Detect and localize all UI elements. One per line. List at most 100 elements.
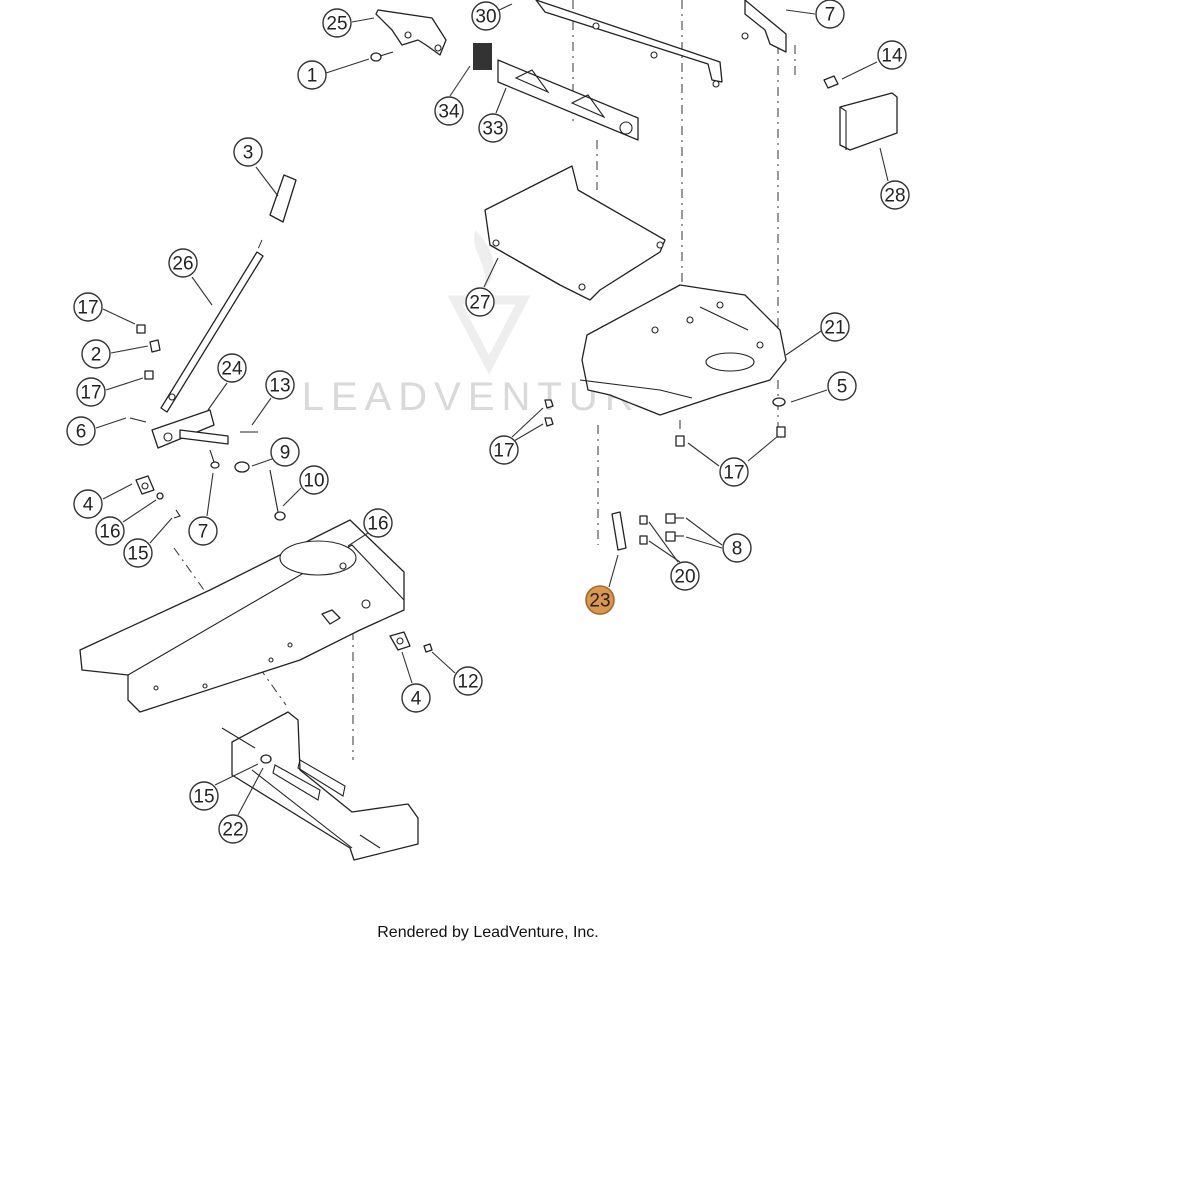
small-parts-left: [136, 324, 161, 380]
footer-credit: Rendered by LeadVenture, Inc.: [377, 924, 599, 941]
callout-circle[interactable]: [434, 96, 464, 126]
callout-circle[interactable]: [453, 666, 483, 696]
callout-circle[interactable]: [322, 8, 352, 38]
rod-26: [160, 251, 264, 413]
callout-4[interactable]: 4: [401, 683, 431, 713]
leader-line: [449, 65, 471, 97]
callout-22[interactable]: 22: [218, 814, 248, 844]
frame-main: [79, 519, 405, 713]
bearing-4-left: [135, 475, 181, 519]
callout-10[interactable]: 10: [299, 465, 329, 495]
callout-circle[interactable]: [73, 292, 103, 322]
leader-line: [122, 499, 157, 523]
callout-circle[interactable]: [670, 561, 700, 591]
callout-24[interactable]: 24: [217, 353, 247, 383]
callout-circle[interactable]: [719, 457, 749, 487]
callout-circle[interactable]: [877, 40, 907, 70]
callout-circle[interactable]: [471, 1, 501, 31]
callout-28[interactable]: 28: [880, 180, 910, 210]
callout-circle[interactable]: [363, 508, 393, 538]
callout-circle[interactable]: [81, 339, 111, 369]
callout-circle[interactable]: [188, 516, 218, 546]
callout-5[interactable]: 5: [827, 371, 857, 401]
callout-14[interactable]: 14: [877, 40, 907, 70]
callout-15[interactable]: 15: [189, 781, 219, 811]
leader-line: [648, 521, 679, 563]
callout-2[interactable]: 2: [81, 339, 111, 369]
callout-circle[interactable]: [489, 435, 519, 465]
leader-line: [282, 487, 302, 507]
callout-7[interactable]: 7: [815, 0, 845, 29]
cover-7: [535, 0, 787, 88]
label-34: [473, 43, 492, 70]
callout-circle[interactable]: [401, 683, 431, 713]
callout-4[interactable]: 4: [73, 489, 103, 519]
callout-circle[interactable]: [585, 585, 615, 615]
callout-20[interactable]: 20: [670, 561, 700, 591]
leader-line: [483, 257, 499, 288]
callout-27[interactable]: 27: [465, 287, 495, 317]
leader-line: [685, 517, 723, 546]
leader-line: [747, 435, 779, 462]
callout-7[interactable]: 7: [188, 516, 218, 546]
leader-line: [351, 17, 375, 23]
callout-15[interactable]: 15: [123, 538, 153, 568]
callout-circle[interactable]: [820, 312, 850, 342]
callout-circle[interactable]: [66, 416, 96, 446]
callout-circle[interactable]: [95, 516, 125, 546]
callout-1[interactable]: 1: [297, 60, 327, 90]
callout-circle[interactable]: [123, 538, 153, 568]
callout-circle[interactable]: [270, 437, 300, 467]
callout-circle[interactable]: [189, 781, 219, 811]
callout-13[interactable]: 13: [265, 370, 295, 400]
callout-circle[interactable]: [880, 180, 910, 210]
leader-line: [206, 472, 214, 517]
callout-8[interactable]: 8: [722, 533, 752, 563]
callout-26[interactable]: 26: [168, 248, 198, 278]
leader-line: [149, 517, 173, 544]
callout-16[interactable]: 16: [95, 516, 125, 546]
callout-circle[interactable]: [815, 0, 845, 29]
leader-line: [105, 377, 144, 391]
alignment-lines: [173, 0, 796, 760]
callout-17[interactable]: 17: [719, 457, 749, 487]
callout-circle[interactable]: [76, 377, 106, 407]
leader-line: [685, 536, 723, 549]
callout-9[interactable]: 9: [270, 437, 300, 467]
callout-circle[interactable]: [168, 248, 198, 278]
callout-21[interactable]: 21: [820, 312, 850, 342]
callout-circle[interactable]: [73, 489, 103, 519]
leader-line: [255, 166, 279, 197]
callout-17[interactable]: 17: [73, 292, 103, 322]
leader-line: [648, 540, 681, 563]
callout-23[interactable]: 23: [585, 585, 615, 615]
callout-circle[interactable]: [827, 371, 857, 401]
callout-circle[interactable]: [265, 370, 295, 400]
plate-21: [579, 284, 787, 416]
leader-line: [325, 58, 370, 74]
callout-circle[interactable]: [233, 137, 263, 167]
callout-circle[interactable]: [299, 465, 329, 495]
callout-33[interactable]: 33: [478, 113, 508, 143]
callout-circle[interactable]: [218, 814, 248, 844]
callout-17[interactable]: 17: [76, 377, 106, 407]
callout-circle[interactable]: [217, 353, 247, 383]
callout-25[interactable]: 25: [322, 8, 352, 38]
callout-3[interactable]: 3: [233, 137, 263, 167]
callout-circle[interactable]: [722, 533, 752, 563]
callout-circle[interactable]: [297, 60, 327, 90]
callout-30[interactable]: 30: [471, 1, 501, 31]
callout-circle[interactable]: [478, 113, 508, 143]
callout-12[interactable]: 12: [453, 666, 483, 696]
leader-line: [237, 767, 264, 816]
callout-circle[interactable]: [465, 287, 495, 317]
tray-22: [221, 711, 419, 861]
leader-line: [496, 3, 513, 12]
leader-line: [102, 483, 133, 500]
callout-16[interactable]: 16: [363, 508, 393, 538]
callout-6[interactable]: 6: [66, 416, 96, 446]
callout-17[interactable]: 17: [489, 435, 519, 465]
callout-34[interactable]: 34: [434, 96, 464, 126]
leader-line: [431, 651, 456, 674]
